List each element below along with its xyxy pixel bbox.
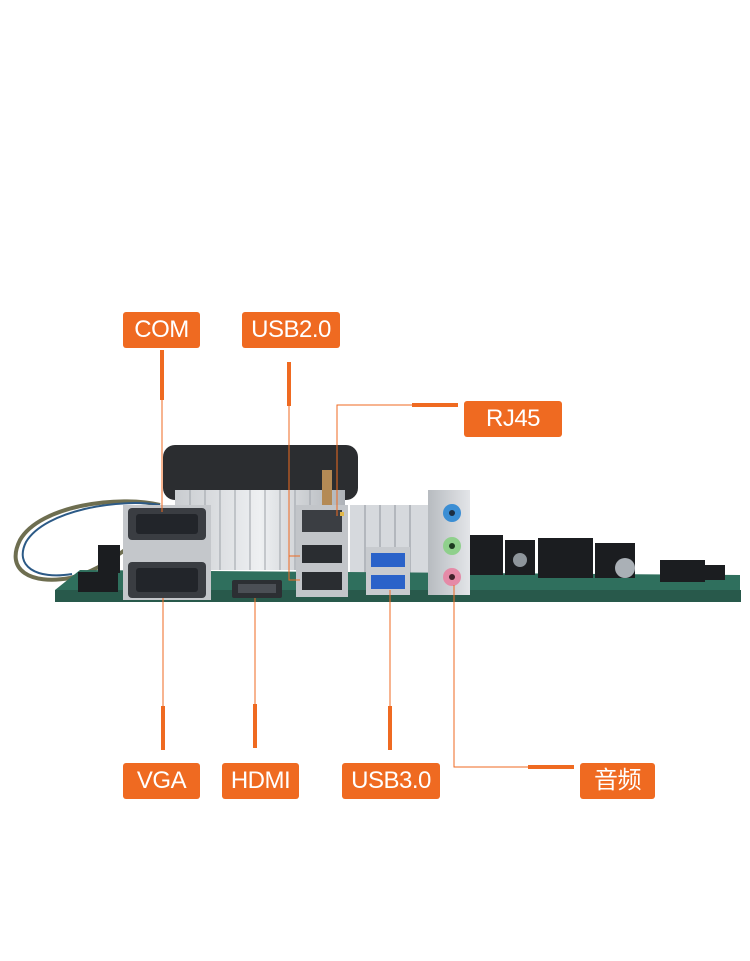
usb3-stack — [366, 547, 410, 595]
rj45-usb2-stack — [296, 505, 348, 597]
usb2-label: USB2.0 — [242, 312, 340, 348]
audio-bracket — [428, 490, 470, 595]
vga-label: VGA — [123, 763, 200, 799]
usb3-label: USB3.0 — [342, 763, 440, 799]
com-vga-stack — [123, 505, 211, 600]
rj45-label: RJ45 — [464, 401, 562, 437]
audio-label: 音频 — [580, 763, 655, 799]
hdmi-label: HDMI — [222, 763, 299, 799]
com-label: COM — [123, 312, 200, 348]
